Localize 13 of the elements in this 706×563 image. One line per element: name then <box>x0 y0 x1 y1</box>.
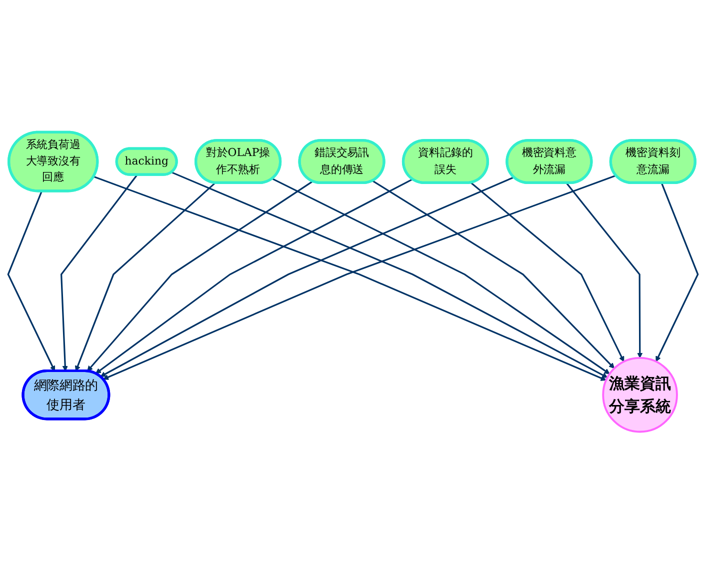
arrow <box>100 176 514 376</box>
arrow <box>75 182 216 371</box>
arrow <box>272 178 610 374</box>
arrow <box>656 182 699 362</box>
arrow <box>95 178 413 374</box>
arrow <box>87 180 314 371</box>
node-circle: 漁業資訊分享系統 <box>602 356 678 432</box>
arrow <box>171 171 608 378</box>
arrow <box>60 174 138 371</box>
arrow <box>470 182 624 362</box>
arrow <box>7 190 56 371</box>
arrow <box>566 182 643 358</box>
arrow <box>372 180 615 368</box>
